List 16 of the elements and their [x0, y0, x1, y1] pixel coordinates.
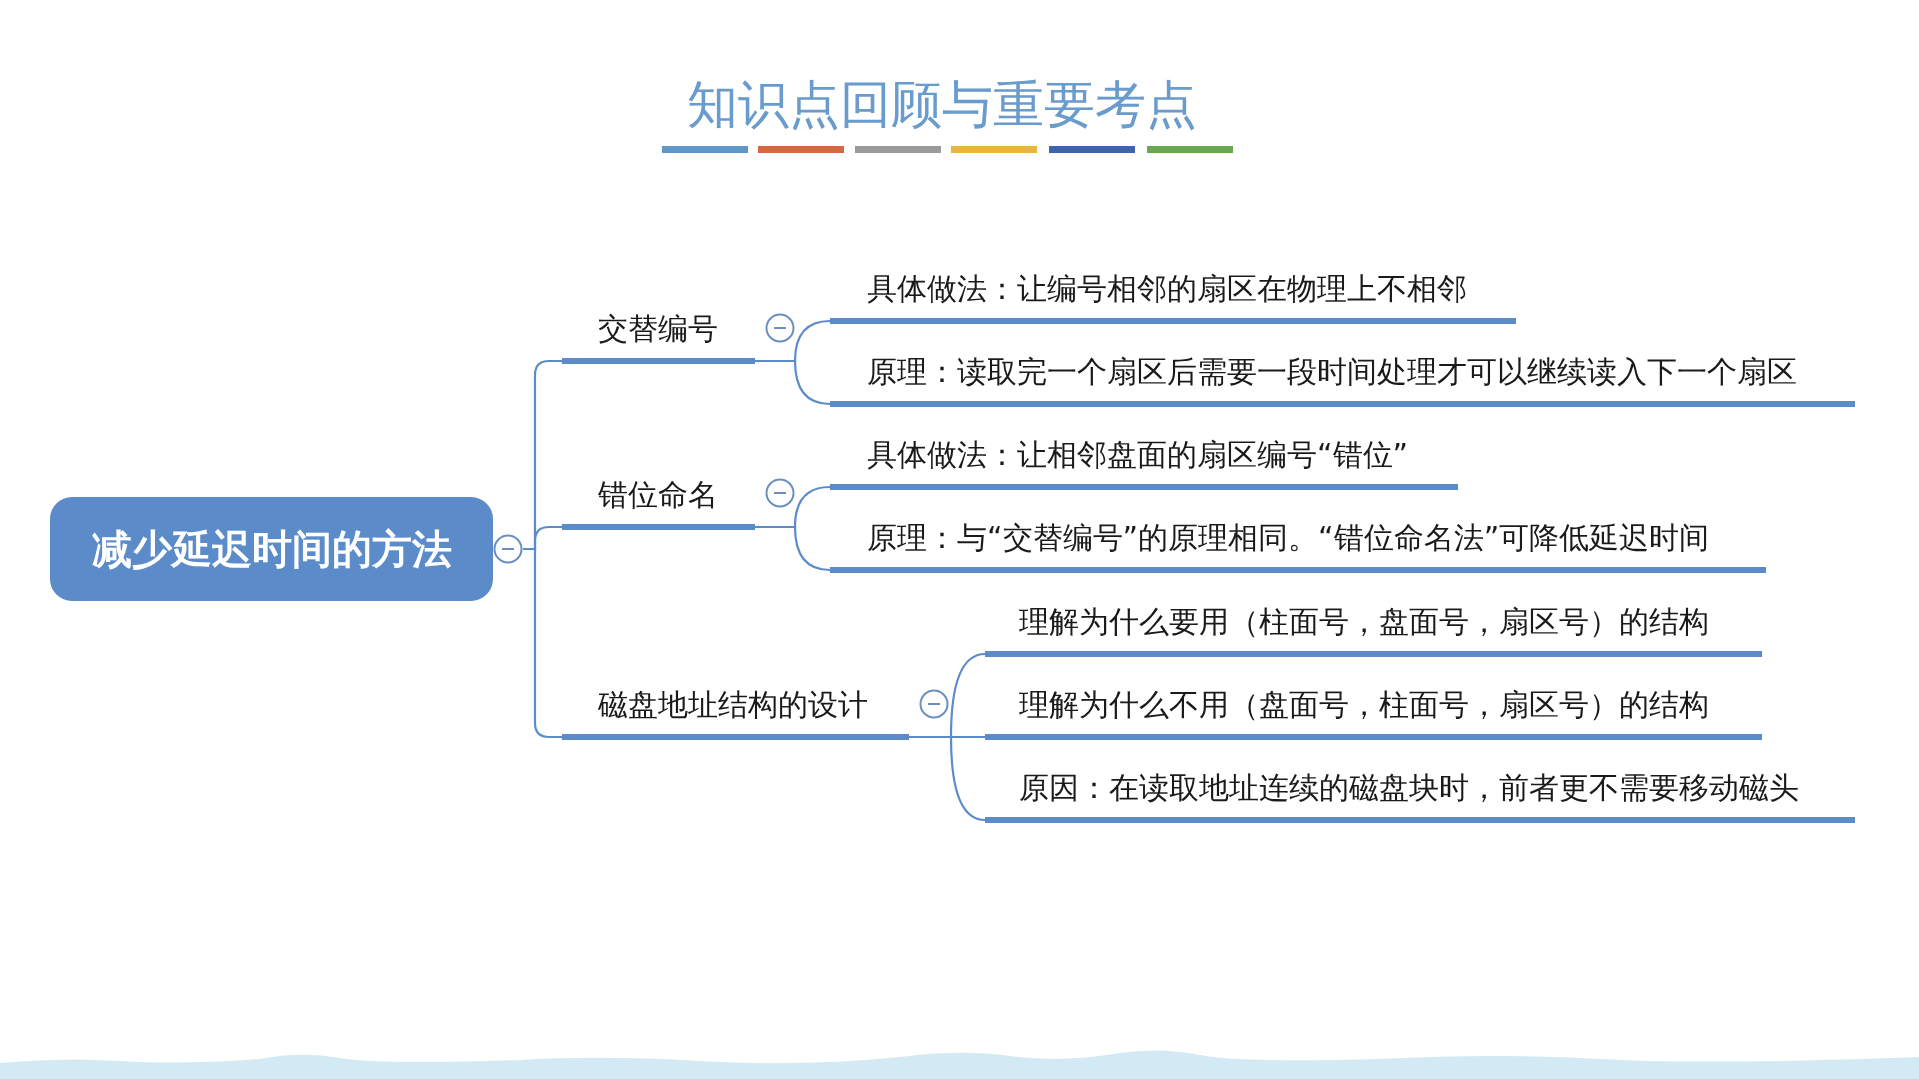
topic-label: 具体做法：让相邻盘面的扇区编号“错位” — [867, 436, 1409, 474]
topic-label: 交替编号 — [598, 310, 718, 348]
branch-connector — [755, 359, 831, 406]
topic-label: 理解为什么不用（盘面号，柱面号，扇区号）的结构 — [1019, 686, 1709, 724]
topic-label: 具体做法：让编号相邻的扇区在物理上不相邻 — [867, 270, 1467, 308]
branch-connector — [755, 525, 831, 572]
topic-label: 原理：读取完一个扇区后需要一段时间处理才可以继续读入下一个扇区 — [867, 353, 1797, 391]
branch-connector — [909, 735, 986, 822]
topic-label: 错位命名 — [598, 476, 718, 514]
root-topic-label: 减少延迟时间的方法 — [91, 525, 452, 574]
topic-label: 原理：与“交替编号”的原理相同。“错位命名法”可降低延迟时间 — [867, 519, 1710, 557]
topic-label: 理解为什么要用（柱面号，盘面号，扇区号）的结构 — [1019, 603, 1709, 641]
topic-label: 磁盘地址结构的设计 — [598, 686, 868, 724]
branch-connector — [523, 547, 562, 739]
topic-label: 原因：在读取地址连续的磁盘块时，前者更不需要移动磁头 — [1019, 769, 1799, 807]
slide-title: 知识点回顾与重要考点 — [687, 74, 1197, 136]
